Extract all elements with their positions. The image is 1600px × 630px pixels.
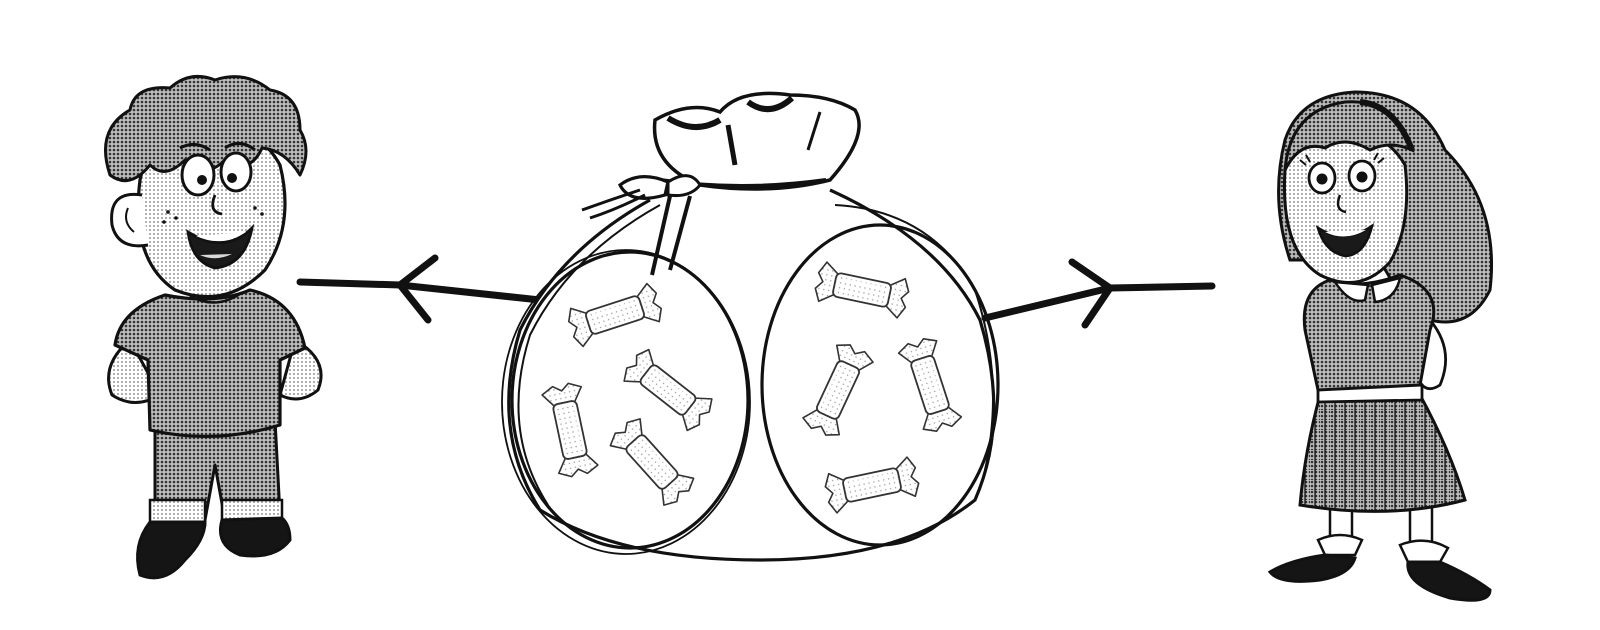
right-group — [760, 204, 1000, 547]
arrow-right-icon — [981, 258, 1216, 329]
arrow-left-icon — [296, 254, 544, 324]
left-group — [501, 249, 751, 555]
girl-figure-icon — [1267, 90, 1494, 602]
boy-figure-icon — [104, 74, 323, 580]
